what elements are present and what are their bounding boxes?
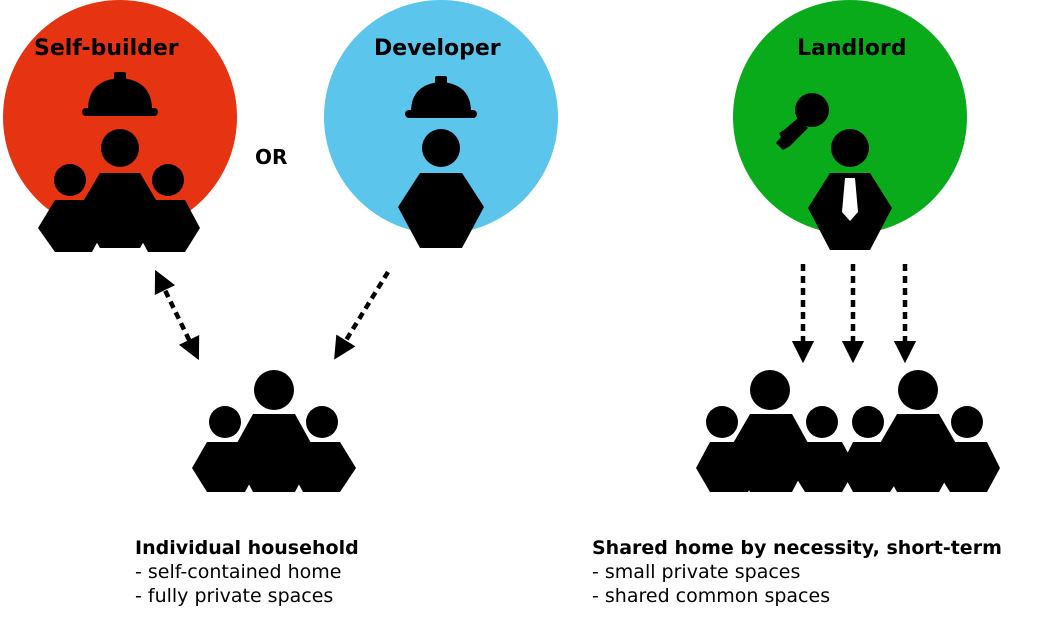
arrows <box>154 264 917 364</box>
developer-label: Developer <box>374 36 501 61</box>
shared-home-title: Shared home by necessity, short-term <box>592 537 1002 559</box>
tie-icon <box>842 178 858 221</box>
self-builder-household-arrow <box>154 269 200 361</box>
landlord-circle <box>733 0 967 234</box>
hard-hat-icon <box>82 72 158 116</box>
individual-household-line-2: - fully private spaces <box>135 585 334 607</box>
individual-household-caption: Individual household - self-contained ho… <box>135 536 359 608</box>
self-builder-label: Self-builder <box>34 36 179 61</box>
landlord-label: Landlord <box>797 36 907 61</box>
self-builder-group-icon <box>38 72 200 252</box>
shared-home-line-2: - shared common spaces <box>592 585 831 607</box>
developer-household-arrow <box>334 270 390 360</box>
hard-hat-icon <box>405 76 477 118</box>
individual-household-group-icon <box>192 370 356 492</box>
shared-home-caption: Shared home by necessity, short-term - s… <box>592 536 1002 608</box>
or-label: OR <box>255 145 288 169</box>
landlord-person-icon <box>776 93 892 250</box>
developer-person-icon <box>398 76 484 248</box>
shared-home-group-icon <box>696 370 1000 492</box>
shared-home-line-1: - small private spaces <box>592 561 801 583</box>
individual-household-title: Individual household <box>135 537 359 559</box>
individual-household-line-1: - self-contained home <box>135 561 342 583</box>
key-icon <box>776 93 829 150</box>
